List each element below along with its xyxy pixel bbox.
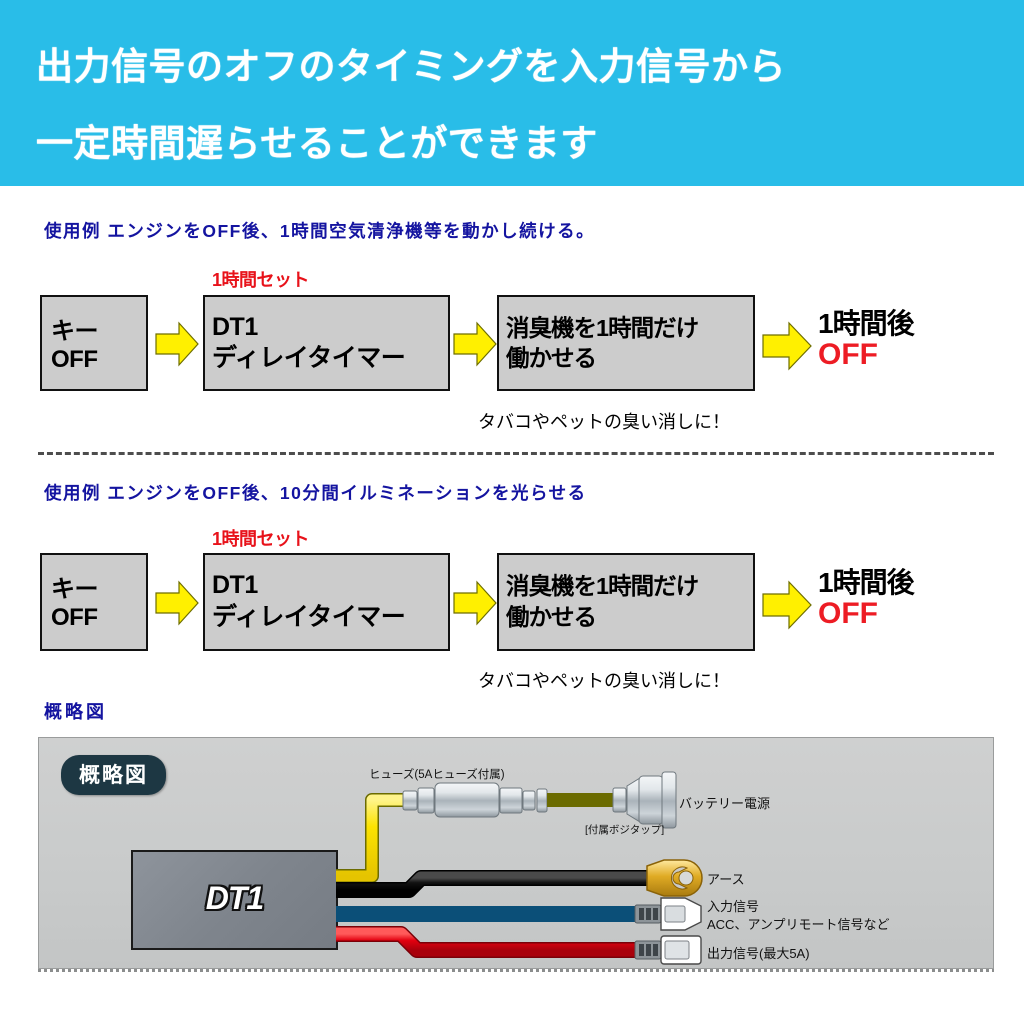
header-line-2: 一定時間遅らせることができます: [36, 123, 598, 164]
flow-caption-1: タバコやペットの臭い消しに！: [478, 412, 730, 432]
battery-connector: [612, 771, 677, 829]
flow-box-key-2-line1: キー: [51, 576, 99, 603]
flow-box-device-1-line2: ディレイタイマー: [212, 344, 406, 372]
output-terminal: [634, 935, 702, 965]
flow-result-2: 1時間後 OFF: [818, 567, 915, 630]
flow-box-device-2-line2: ディレイタイマー: [212, 603, 406, 631]
flow-box-key-1: キー OFF: [40, 295, 148, 391]
flow-arrow-1b: [453, 321, 497, 367]
flow-arrow-2a: [155, 580, 199, 626]
flow-box-key-1-line1: キー: [51, 318, 99, 345]
flow-box-device-2: DT1 ディレイタイマー: [203, 553, 450, 651]
flow-result-1-line1: 1時間後: [818, 308, 915, 339]
flow-arrow-1c: [762, 321, 812, 371]
flow-arrow-2b: [453, 580, 497, 626]
schematic-badge: 概略図: [61, 755, 166, 795]
flow-result-1: 1時間後 OFF: [818, 308, 915, 371]
flow-box-action-2: 消臭機を1時間だけ 働かせる: [497, 553, 755, 651]
flow-box-key-2-line2: OFF: [51, 604, 98, 631]
header-line-1: 出力信号のオフのタイミングを入力信号から: [36, 46, 786, 87]
input-terminal: [634, 897, 702, 931]
label-battery: バッテリー電源: [679, 796, 771, 811]
flow-result-2-line1: 1時間後: [818, 567, 915, 598]
flow-box-action-1-line1: 消臭機を1時間だけ: [506, 315, 699, 341]
flow-arrow-2c: [762, 580, 812, 630]
label-ground: アース: [707, 872, 745, 887]
usecase-text-2: 使用例 エンジンをOFF後、10分間イルミネーションを光らせる: [44, 483, 587, 503]
flow-box-device-1-line1: DT1: [212, 313, 258, 341]
dt1-unit-label: DT1: [205, 880, 264, 916]
flow-caption-2: タバコやペットの臭い消しに！: [478, 671, 730, 691]
label-input-1: 入力信号: [707, 899, 760, 914]
ground-terminal: [646, 859, 703, 897]
flow-result-1-line2: OFF: [818, 338, 878, 371]
set-label-2: 1時間セット: [212, 529, 310, 549]
label-input-2: ACC、アンプリモート信号など: [707, 917, 890, 932]
header-banner: 出力信号のオフのタイミングを入力信号から 一定時間遅らせることができます: [0, 0, 1024, 186]
label-fuse: ヒューズ(5Aヒューズ付属): [369, 769, 505, 781]
section-divider: [38, 452, 994, 455]
flow-arrow-1a: [155, 321, 199, 367]
set-label-1: 1時間セット: [212, 270, 310, 290]
fuse-holder: [402, 782, 548, 818]
label-output: 出力信号(最大5A): [707, 946, 810, 961]
schematic-title: 概略図: [44, 702, 107, 722]
dt1-unit: DT1: [131, 850, 338, 950]
flow-box-device-1: DT1 ディレイタイマー: [203, 295, 450, 391]
schematic-panel: 概略図 DT1: [38, 737, 994, 969]
schematic-panel-shadow: [38, 969, 994, 972]
flow-box-action-2-line1: 消臭機を1時間だけ: [506, 573, 699, 599]
flow-box-action-1-line2: 働かせる: [506, 345, 597, 371]
usecase-text-1: 使用例 エンジンをOFF後、1時間空気清浄機等を動かし続ける。: [44, 221, 596, 241]
flow-box-key-2: キー OFF: [40, 553, 148, 651]
flow-box-key-1-line2: OFF: [51, 346, 98, 373]
flow-result-2-line2: OFF: [818, 597, 878, 630]
flow-box-device-2-line1: DT1: [212, 571, 258, 599]
flow-box-action-1: 消臭機を1時間だけ 働かせる: [497, 295, 755, 391]
label-tap: [付属ボジタップ]: [585, 824, 665, 836]
wiring-illustration: [336, 771, 703, 965]
flow-box-action-2-line2: 働かせる: [506, 604, 597, 630]
